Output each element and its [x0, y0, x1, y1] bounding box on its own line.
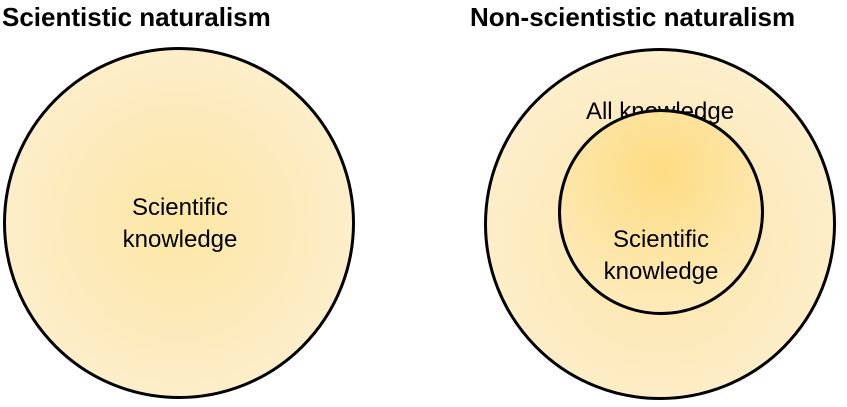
label-line-2: knowledge: [603, 258, 719, 285]
label-line-1: Scientific: [612, 226, 710, 253]
scientific-knowledge-circle: [3, 47, 355, 399]
panel-title: Non-scientistic naturalism: [470, 2, 796, 32]
scientific-knowledge-circle: [558, 109, 764, 315]
circle-label: Scientific knowledge: [0, 192, 360, 256]
non-scientistic-naturalism-panel: Non-scientistic naturalism All knowledge…: [470, 0, 847, 407]
scientistic-naturalism-panel: Scientistic naturalism Scientific knowle…: [0, 0, 360, 407]
label-line-2: knowledge: [122, 226, 238, 253]
inner-circle-label: Scientific knowledge: [558, 224, 764, 288]
label-line-1: Scientific: [131, 194, 229, 221]
panel-title: Scientistic naturalism: [2, 2, 271, 32]
